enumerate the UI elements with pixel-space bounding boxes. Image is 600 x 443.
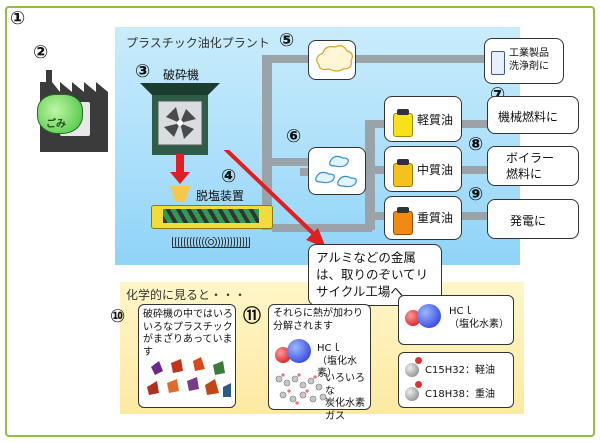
pipe-medium-oil — [365, 166, 389, 174]
step-number-5: ⑤ — [279, 30, 295, 51]
decomposition-box: それらに熱が加わり分解されます HCｌ （塩化水素） いろいろな 炭化水素 ガス — [268, 304, 371, 422]
carbon-atom-icon — [405, 387, 419, 401]
hcl-label: HCｌ （塩化水素） — [449, 306, 509, 330]
mixed-plastics-text: 破砕機の中ではいろいろなプラスチックがまざりあっています — [143, 309, 233, 358]
c18-label: C18H38：重油 — [425, 389, 495, 400]
crusher-label: 破砕機 — [163, 68, 200, 82]
step-number-10: ⑩ — [110, 306, 126, 327]
boiler-fuel-box: ボイラー 燃料に — [487, 146, 579, 186]
chemistry-title: 化学的に見ると・・・ — [126, 288, 247, 302]
fan-blades-icon — [164, 107, 196, 139]
decomposition-hcl-label: HCｌ （塩化水素） — [317, 343, 357, 379]
plastic-fragments-icon — [147, 357, 231, 397]
heavy-oil-jar-icon — [393, 207, 413, 235]
pipe-branch-6 — [272, 158, 308, 166]
carbon-atom-icon — [405, 363, 419, 377]
step-number-9: ⑨ — [468, 184, 484, 205]
dechlorinator-label: 脱塩装置 — [196, 189, 245, 203]
garbage-bag-icon — [37, 94, 83, 134]
gas-box-5 — [308, 40, 356, 80]
light-oil-label: 軽質油 — [417, 113, 454, 127]
pipe-to-machine-fuel — [460, 120, 488, 128]
decomposition-text: それらに熱が加わり分解されます — [273, 308, 363, 332]
detergent-bottle-icon — [491, 51, 505, 75]
hydrocarbon-chain-icon — [275, 373, 327, 405]
heavy-oil-box: 重質油 — [384, 196, 462, 240]
power-box: 発電に — [487, 199, 579, 239]
pipe-to-power — [460, 212, 488, 220]
hcl-box: HCｌ （塩化水素） — [398, 295, 514, 345]
step-number-11: ⑪ — [243, 306, 261, 327]
medium-oil-box: 中質油 — [384, 146, 462, 192]
screw-conveyor-icon — [163, 209, 259, 223]
pipe-main-vertical — [262, 55, 272, 230]
machine-fuel-label: 機械燃料に — [498, 110, 559, 124]
pipe-to-boiler-fuel — [460, 166, 488, 174]
pipe-to-gas-6 — [300, 168, 312, 176]
pipe-to-industrial — [352, 55, 486, 63]
pipe-bottom — [272, 224, 372, 232]
light-oil-box: 軽質油 — [384, 96, 462, 142]
hopper-icon — [170, 186, 190, 202]
red-arrows — [170, 150, 326, 248]
hydrogen-atom-icon — [415, 381, 422, 388]
gas-cloud-icon — [316, 45, 353, 72]
pipe-oil-vertical — [365, 120, 375, 230]
medium-oil-label: 中質油 — [417, 163, 454, 177]
step-number-4: ④ — [221, 166, 237, 187]
medium-oil-jar-icon — [393, 159, 413, 187]
power-label: 発電に — [510, 214, 547, 228]
chlorine-atom-icon — [417, 304, 441, 328]
heavy-oil-label: 重質油 — [417, 211, 454, 225]
garbage-bag-label: ごみ — [46, 119, 66, 130]
mixed-plastics-box: 破砕機の中ではいろいろなプラスチックがまざりあっています — [138, 304, 236, 408]
gas-cloud-icon — [315, 155, 357, 188]
gas-box-6 — [308, 147, 366, 195]
step-number-8: ⑧ — [468, 134, 484, 155]
chlorine-atom-icon — [287, 339, 311, 363]
plant-title: プラスチック油化プラント — [126, 36, 270, 50]
step-number-1: ① — [10, 8, 26, 29]
boiler-fuel-label: ボイラー 燃料に — [506, 151, 555, 181]
oil-formula-box: C15H32：軽油 C18H38：重油 — [398, 352, 514, 408]
pipe-to-gas-5 — [262, 55, 322, 63]
pipe-heavy-oil — [365, 212, 389, 220]
step-number-2: ② — [33, 42, 49, 63]
machine-fuel-box: 機械燃料に — [487, 96, 579, 134]
crusher-machine — [140, 83, 220, 155]
step-number-6: ⑥ — [286, 126, 302, 147]
hydrocarbon-gas-label: いろいろな 炭化水素 ガス — [325, 373, 365, 422]
pipe-light-oil — [365, 120, 389, 128]
industrial-box: 工業製品 洗浄剤に — [484, 38, 564, 84]
light-oil-jar-icon — [393, 109, 413, 137]
c15-label: C15H32：軽油 — [425, 365, 495, 376]
heater-coil-icon — [172, 237, 250, 248]
hydrogen-atom-icon — [415, 357, 422, 364]
step-number-3: ③ — [135, 61, 151, 82]
industrial-label: 工業製品 洗浄剤に — [509, 48, 549, 72]
